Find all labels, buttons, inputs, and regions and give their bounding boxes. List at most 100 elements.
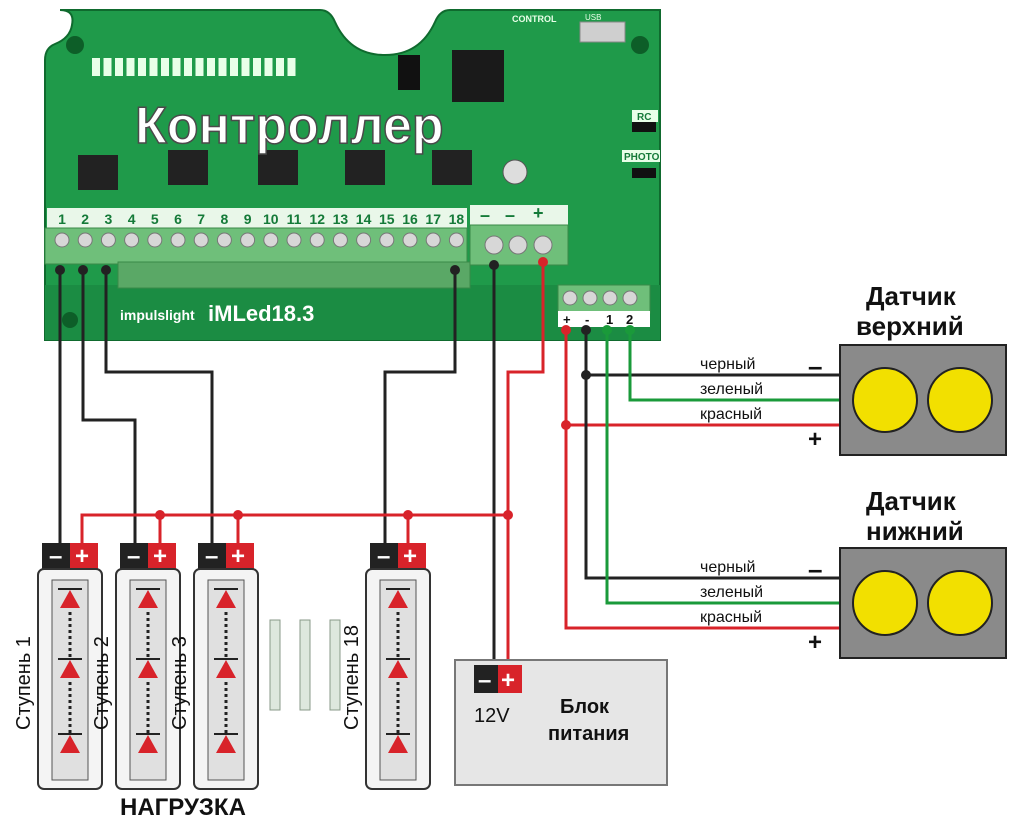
wire-black-out2 xyxy=(81,270,137,545)
junction-dot xyxy=(233,510,243,520)
junction-dot xyxy=(55,265,65,275)
output-terminal-number: 2 xyxy=(81,211,89,227)
junction-dot xyxy=(503,510,513,520)
loads-caption: НАГРУЗКА xyxy=(120,794,246,821)
sensor-terminal-label: 2 xyxy=(626,312,633,327)
power-supply: – + 12V Блок питания xyxy=(454,659,668,786)
junction-dot xyxy=(561,420,571,430)
mount-hole xyxy=(66,36,84,54)
output-terminal-number: 4 xyxy=(128,211,136,227)
terminal-screw xyxy=(170,232,186,248)
led-indicator xyxy=(115,58,123,76)
sensor-title-line2: верхний xyxy=(856,311,964,341)
ic-chip xyxy=(168,150,208,185)
led-indicator xyxy=(172,58,181,76)
wire-black-out18 xyxy=(383,270,457,545)
label-rc-box xyxy=(632,110,658,122)
diode-icon xyxy=(388,735,408,753)
controller-board: CONTROL USB RC PHOTO Контроллер impulsli… xyxy=(44,9,661,341)
junction-dot xyxy=(403,510,413,520)
label-photo: PHOTO xyxy=(624,152,660,163)
strip-plus-terminal xyxy=(148,543,176,569)
terminal-screw xyxy=(425,232,441,248)
led-indicator xyxy=(264,58,273,76)
strip-plus-terminal xyxy=(70,543,98,569)
terminal-screw xyxy=(240,232,256,248)
output-terminal-number: 5 xyxy=(151,211,159,227)
diode-icon xyxy=(216,660,236,678)
strip-minus-terminal xyxy=(370,543,398,569)
led-indicator xyxy=(195,58,204,76)
terminal-screw xyxy=(124,232,140,248)
sensor-terminal-label: + xyxy=(563,312,571,327)
output-terminal-number: 13 xyxy=(333,211,349,227)
led-strip: –+Ступень 18 xyxy=(341,543,431,790)
led-indicator xyxy=(126,58,135,76)
wire-label-black: черный xyxy=(700,559,755,576)
psu-title-line2: питания xyxy=(548,723,629,745)
strip-plus-label: + xyxy=(75,543,89,570)
sensor-terminal-label: - xyxy=(585,312,589,327)
wire-black-sensor xyxy=(584,330,840,580)
terminal-base xyxy=(117,261,471,289)
sensor-upper: Датчик верхний черный зеленый красный – … xyxy=(700,281,1007,456)
terminal-screw xyxy=(448,232,464,248)
power-terminal-label: – xyxy=(480,205,490,225)
wire-label-green: зеленый xyxy=(700,584,763,601)
sensor-lens xyxy=(927,367,993,433)
terminal-screw xyxy=(263,232,279,248)
junction-dot xyxy=(489,260,499,270)
mcu-chip xyxy=(452,50,504,102)
diode-icon xyxy=(388,590,408,608)
power-terminal-block: – – + xyxy=(469,203,569,266)
psu-plus-terminal xyxy=(498,665,522,693)
terminal-screw xyxy=(286,232,302,248)
wire-label-black: черный xyxy=(700,356,755,373)
sensor-minus: – xyxy=(808,554,822,584)
strip-placeholder xyxy=(299,619,311,711)
led-indicator-row xyxy=(92,58,296,76)
controller-model: iMLed18.3 xyxy=(208,301,314,326)
wire-green-sensor2 xyxy=(628,330,840,402)
strip-label: Ступень 2 xyxy=(91,636,113,730)
sensor-plus: + xyxy=(808,629,822,656)
led-indicator xyxy=(161,58,169,76)
jumper-photo xyxy=(632,168,656,178)
diode-icon xyxy=(60,660,80,678)
junction-dot xyxy=(581,325,591,335)
psu-voltage: 12V xyxy=(474,705,510,727)
sensor-title-line2: нижний xyxy=(866,516,964,546)
strip-minus-label: – xyxy=(377,543,390,570)
output-terminal-number: 12 xyxy=(309,211,325,227)
led-indicator xyxy=(276,58,284,76)
controller-title: Контроллер xyxy=(135,97,444,155)
mount-hole xyxy=(62,312,78,328)
terminal-screw xyxy=(379,232,395,248)
diode-icon xyxy=(216,735,236,753)
output-terminal-number: 11 xyxy=(287,211,302,227)
label-photo-box xyxy=(622,150,660,162)
terminal-screw xyxy=(193,232,209,248)
sensor-lower: Датчик нижний черный зеленый красный – + xyxy=(700,486,1007,659)
terminal-screw xyxy=(147,232,163,248)
strip-minus-label: – xyxy=(127,543,140,570)
wire-label-green: зеленый xyxy=(700,381,763,398)
sensor-lens xyxy=(852,570,918,636)
terminal-screw xyxy=(54,232,70,248)
ic-chip xyxy=(258,150,298,185)
terminal-screw xyxy=(402,232,418,248)
wires xyxy=(58,262,840,665)
junction-dot xyxy=(78,265,88,275)
led-indicator xyxy=(253,58,261,76)
output-terminal-number: 14 xyxy=(356,211,372,227)
sensor-terminal-block: + - 1 2 xyxy=(557,284,651,327)
junction-dot xyxy=(155,510,165,520)
strip-minus-terminal xyxy=(120,543,148,569)
diode-icon xyxy=(138,660,158,678)
strip-minus-terminal xyxy=(198,543,226,569)
ic-chip xyxy=(78,155,118,190)
controller-brand: impulslight xyxy=(120,307,195,323)
terminal-screw xyxy=(216,232,232,248)
